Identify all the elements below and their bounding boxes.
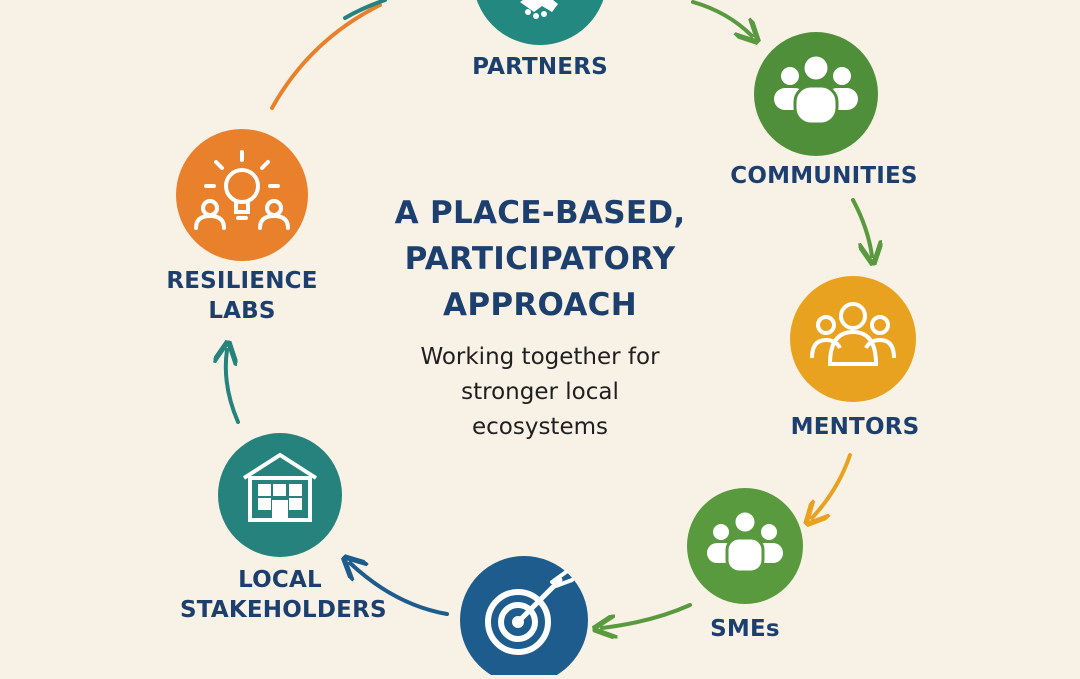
arrow-smes-to-target	[602, 603, 692, 628]
label-local-stakeholders-line-1: LOCAL	[238, 567, 322, 593]
arrow-top-left	[270, 3, 382, 110]
lightbulb-people-icon	[194, 150, 290, 230]
label-communities: COMMUNITIES	[714, 161, 934, 191]
arrow-communities-to-mentors	[851, 198, 872, 256]
label-partners-line: PARTNERS	[472, 54, 608, 80]
node-resilience-labs-circle	[176, 129, 308, 261]
arrow-stakeholders-to-labs	[226, 350, 240, 424]
center-title: A PLACE-BASED, PARTICIPATORY APPROACH	[360, 190, 720, 328]
target-icon	[485, 570, 574, 655]
node-partners-circle	[476, 0, 604, 45]
handshake-icon	[520, 0, 558, 19]
node-smes	[687, 488, 803, 604]
center-subtitle-line-3: ecosystems	[471, 414, 608, 440]
center-title-line-3: APPROACH	[443, 287, 637, 323]
center-subtitle-line-2: stronger local	[461, 379, 619, 405]
label-mentors-line: MENTORS	[790, 414, 920, 440]
center-subtitle: Working together for stronger local ecos…	[380, 340, 700, 445]
label-communities-line: COMMUNITIES	[730, 163, 918, 189]
node-local-stakeholders	[218, 433, 342, 557]
label-smes-line: SMEs	[710, 616, 780, 642]
building-icon	[242, 452, 318, 522]
team-icon	[707, 509, 783, 574]
label-smes: SMEs	[700, 614, 790, 644]
people-group-icon	[774, 53, 858, 126]
node-mentors	[790, 276, 916, 402]
node-mentors-circle	[790, 276, 916, 402]
arrow-target-to-stakeholders	[350, 563, 449, 616]
center-subtitle-line-1: Working together for	[420, 344, 660, 370]
arrow-top-left-teal	[343, 0, 387, 20]
arrow-mentors-to-smes	[812, 453, 852, 518]
label-local-stakeholders-line-2: STAKEHOLDERS	[180, 597, 387, 623]
label-resilience-labs-line-1: RESILIENCE	[166, 268, 318, 294]
label-mentors: MENTORS	[775, 412, 935, 442]
center-title-line-2: PARTICIPATORY	[404, 241, 676, 277]
label-resilience-labs-line-2: LABS	[208, 298, 276, 324]
node-target	[460, 556, 588, 679]
arrow-partners-to-communities	[691, 0, 752, 36]
label-local-stakeholders: LOCAL STAKEHOLDERS	[180, 565, 387, 625]
mentor-group-icon	[810, 302, 896, 366]
node-resilience-labs	[176, 129, 308, 261]
node-partners	[476, 0, 604, 45]
node-communities	[754, 32, 878, 156]
label-partners: PARTNERS	[440, 52, 640, 82]
label-resilience-labs: RESILIENCE LABS	[142, 266, 342, 326]
center-title-line-1: A PLACE-BASED,	[394, 195, 686, 231]
